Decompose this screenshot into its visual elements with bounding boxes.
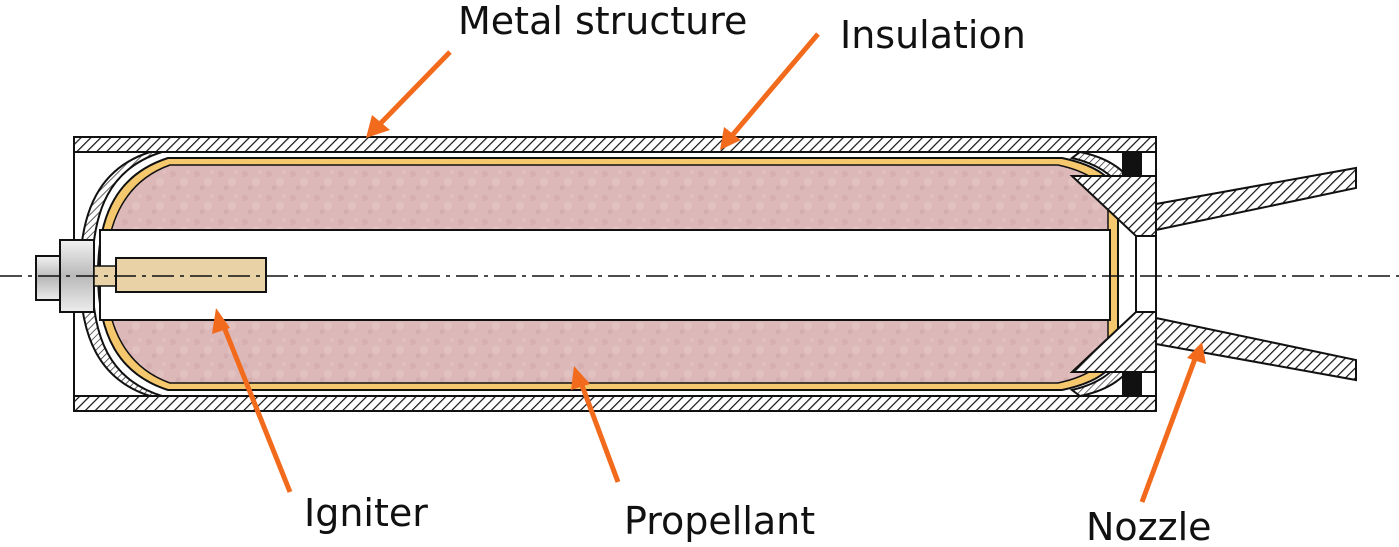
label-metal-structure: Metal structure — [458, 0, 747, 43]
callout-arrows — [212, 32, 1206, 503]
label-nozzle: Nozzle — [1086, 505, 1212, 547]
metal-structure — [73, 136, 1157, 412]
label-propellant: Propellant — [624, 499, 815, 543]
label-insulation: Insulation — [840, 13, 1026, 57]
propellant-grain — [99, 164, 1111, 384]
label-igniter: Igniter — [304, 491, 428, 535]
nozzle — [1069, 166, 1357, 382]
